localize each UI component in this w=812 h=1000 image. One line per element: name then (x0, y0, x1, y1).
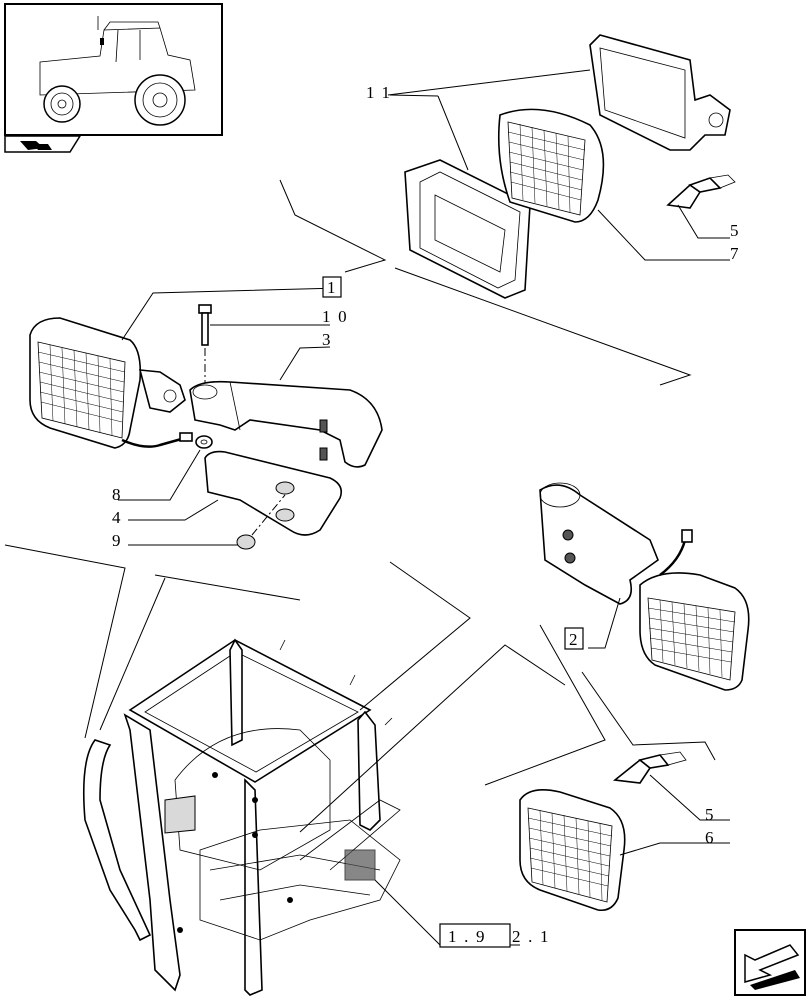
reference-tail-part: 2.1 (512, 927, 556, 946)
bracket-3 (189, 380, 383, 468)
mirror-lamp-housing (589, 34, 731, 151)
callout-7: 7 (730, 244, 746, 263)
callout-6: 6 (705, 828, 721, 847)
cab-frame (83, 638, 401, 996)
section-arrow-icon[interactable] (4, 135, 82, 153)
boxed-callout-2[interactable]: 2 (564, 627, 584, 650)
callout-labels: 11 10 3 8 4 9 5 7 5 6 1 2 1.9 2.1 (112, 83, 746, 948)
lamp-hood (404, 159, 531, 299)
tractor-icon (39, 16, 196, 126)
callout-4: 4 (112, 508, 128, 527)
clamp-4 (204, 450, 343, 536)
reference-boxed-part: 1.9 (448, 927, 492, 946)
callout-10: 10 (322, 307, 354, 326)
callout-11: 11 (366, 83, 398, 102)
next-page-arrow-icon[interactable] (734, 929, 806, 996)
callout-5-lower: 5 (705, 805, 721, 824)
boxed-callout-2-label: 2 (569, 630, 578, 649)
callout-3: 3 (322, 330, 338, 349)
bulb-5-upper (666, 174, 736, 209)
washer-8 (195, 435, 213, 449)
nut-9 (236, 494, 286, 550)
callout-5-upper: 5 (730, 221, 746, 240)
callout-9: 9 (112, 531, 128, 550)
lamp-assembly-1 (29, 317, 193, 449)
bolt-10 (198, 304, 212, 395)
boxed-callout-1-label: 1 (327, 278, 336, 297)
lamp-assembly-2 (539, 482, 750, 691)
lamp-6 (519, 789, 626, 912)
lamp-lens-7 (497, 108, 605, 223)
bulb-5-lower (613, 751, 687, 784)
tractor-thumbnail[interactable] (4, 3, 223, 136)
reference-1-92-1[interactable]: 1.9 2.1 (439, 923, 556, 948)
callout-8: 8 (112, 485, 128, 504)
boxed-callout-1[interactable]: 1 (322, 276, 342, 298)
